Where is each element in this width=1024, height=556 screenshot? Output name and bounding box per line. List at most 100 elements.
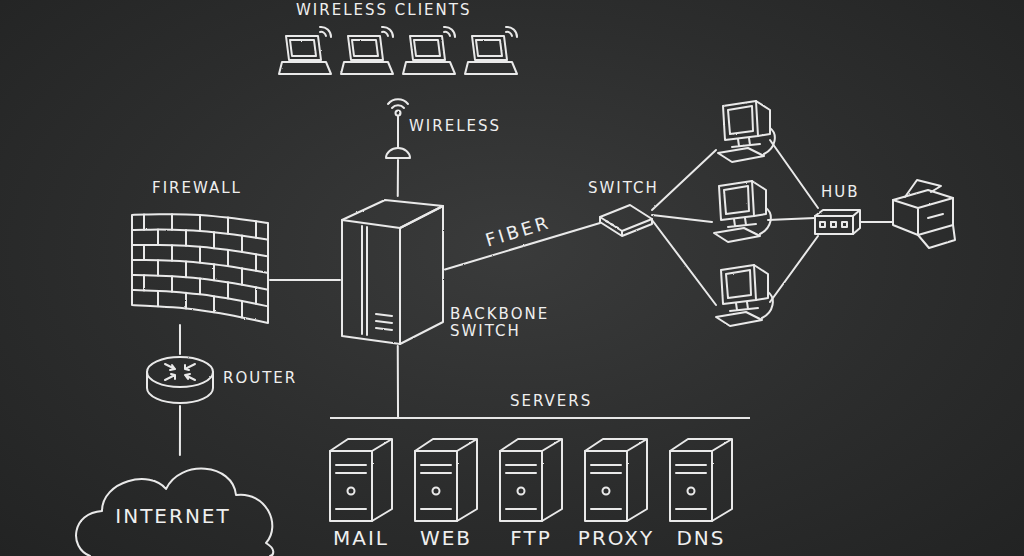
brick-joint xyxy=(255,254,257,271)
brick-joint xyxy=(255,221,257,238)
switch-side xyxy=(400,206,443,344)
node-label: WIRELESS CLIENTS xyxy=(296,2,471,19)
ap-drawing xyxy=(386,99,410,158)
server-front xyxy=(585,451,627,521)
tower-icon xyxy=(340,196,445,346)
brick-joint xyxy=(227,218,229,234)
server-front xyxy=(415,451,457,521)
brick-joint xyxy=(213,264,215,280)
printer-paper xyxy=(905,180,941,197)
brick-joint xyxy=(213,296,215,312)
firewall-wall xyxy=(132,214,268,323)
laptops-node: WIRELESS CLIENTS xyxy=(278,26,523,82)
laptop-display xyxy=(414,40,440,56)
server-icon xyxy=(585,439,647,521)
server-button xyxy=(518,488,525,495)
link-label: FIBER xyxy=(483,211,553,250)
brick-joint xyxy=(185,261,187,277)
brick-joint xyxy=(157,230,159,245)
lan-wires xyxy=(652,140,893,305)
server-case xyxy=(330,439,392,521)
server-node: PROXY xyxy=(585,439,647,521)
server-button xyxy=(433,488,440,495)
hub-top xyxy=(815,210,860,234)
laptop-base xyxy=(341,62,393,74)
brick-joint xyxy=(157,291,159,306)
brick-joint xyxy=(143,275,145,290)
brick-joint xyxy=(171,245,173,261)
tower-node: BACKBONE SWITCH xyxy=(340,196,445,346)
server-drawing xyxy=(670,439,732,521)
hub-front xyxy=(815,216,853,234)
server-case xyxy=(670,439,732,521)
brick-joint xyxy=(199,247,201,263)
server-slot xyxy=(506,465,536,509)
router-arrow xyxy=(165,374,175,380)
server-case xyxy=(500,439,562,521)
router-body xyxy=(147,372,213,403)
node-label: MAIL xyxy=(333,527,389,550)
internet-cloud xyxy=(76,469,273,556)
group-heading: SERVERS xyxy=(510,393,592,410)
wall-icon xyxy=(130,205,270,325)
server-node: MAIL xyxy=(330,439,392,521)
server-icon xyxy=(415,439,477,521)
server-slot xyxy=(591,465,621,509)
laptop-screen xyxy=(286,36,321,60)
node-label: HUB xyxy=(821,184,860,201)
lan-wire xyxy=(768,218,815,220)
server-icon xyxy=(330,439,392,521)
wall-node: FIREWALL xyxy=(130,205,270,325)
network-link xyxy=(179,325,181,354)
brick-joint xyxy=(157,260,159,275)
switchbox-icon xyxy=(600,205,652,235)
server-drawing xyxy=(330,439,392,521)
node-label: FTP xyxy=(510,527,551,550)
router-top xyxy=(147,357,213,387)
server-front xyxy=(670,451,712,521)
brick-joint xyxy=(143,245,145,260)
network-link xyxy=(397,346,399,417)
node-label: WEB xyxy=(420,527,472,550)
computers xyxy=(714,101,775,326)
laptop-screen xyxy=(410,36,445,60)
laptop-display xyxy=(352,40,378,56)
brick-joint xyxy=(143,215,145,230)
brick-joint xyxy=(227,250,229,266)
laptop-base xyxy=(279,62,331,74)
switch-side xyxy=(600,217,652,236)
tower-drawing xyxy=(342,200,443,344)
server-button xyxy=(688,488,695,495)
network-link xyxy=(397,160,399,196)
server-drawing xyxy=(500,439,562,521)
laptops-drawing xyxy=(279,27,517,74)
wall-drawing xyxy=(132,214,268,323)
brick-joint xyxy=(227,282,229,298)
server-node: DNS xyxy=(670,439,732,521)
node-label: WIRELESS xyxy=(409,118,501,135)
network-link xyxy=(179,406,181,455)
hub-node: HUB xyxy=(815,208,860,236)
printer-body xyxy=(893,190,953,235)
laptops-icon xyxy=(278,26,523,82)
server-drawing xyxy=(415,439,477,521)
node-label: FIREWALL xyxy=(152,180,242,197)
laptop-base xyxy=(465,62,517,74)
printer-tray xyxy=(918,225,955,248)
ap-icon xyxy=(383,98,413,160)
radio-waves xyxy=(388,99,408,108)
node-label: ROUTER xyxy=(223,370,297,387)
brick-joint xyxy=(241,268,243,284)
switch-slot xyxy=(362,226,367,335)
laptop-display xyxy=(290,40,316,56)
node-label: PROXY xyxy=(578,527,654,550)
brick-joint xyxy=(241,236,243,252)
antenna xyxy=(397,116,399,148)
computer-icon xyxy=(714,181,771,242)
hub-icon xyxy=(815,208,860,236)
switchbox-drawing xyxy=(600,205,652,236)
laptop-screen xyxy=(348,36,383,60)
node-label: DNS xyxy=(676,527,725,550)
computer-icon xyxy=(718,101,775,162)
